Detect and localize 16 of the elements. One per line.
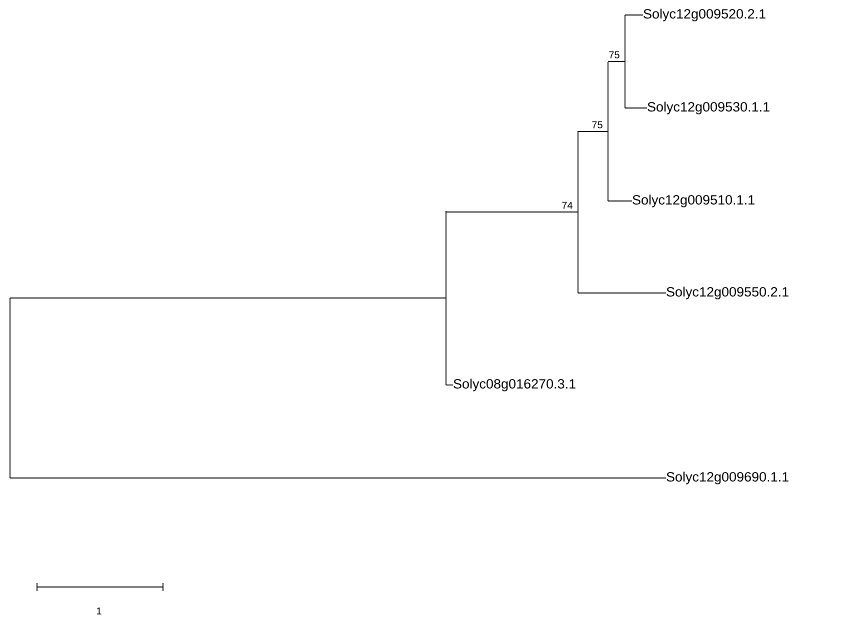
scale-label: 1 (97, 608, 102, 614)
branch-line (578, 131, 608, 132)
branch-line (446, 384, 454, 386)
bootstrap-value: 75 (592, 121, 602, 128)
bootstrap-value: 74 (562, 202, 572, 209)
bootstrap-value: 75 (609, 51, 620, 58)
branch-line (608, 200, 632, 202)
leaf-label: Solyc12g009520.2.1 (644, 8, 766, 22)
leaf-label: Solyc12g009690.1.1 (666, 472, 788, 484)
leaf-label: Solyc12g009510.1.1 (632, 194, 754, 208)
leaf-label: Solyc08g016270.3.1 (454, 378, 576, 392)
leaf-label: Solyc12g009530.1.1 (648, 102, 770, 114)
branch-line (624, 14, 644, 16)
leaf-label: Solyc12g009550.2.1 (666, 286, 788, 300)
branch-line (578, 292, 666, 294)
branch-line (608, 61, 625, 62)
